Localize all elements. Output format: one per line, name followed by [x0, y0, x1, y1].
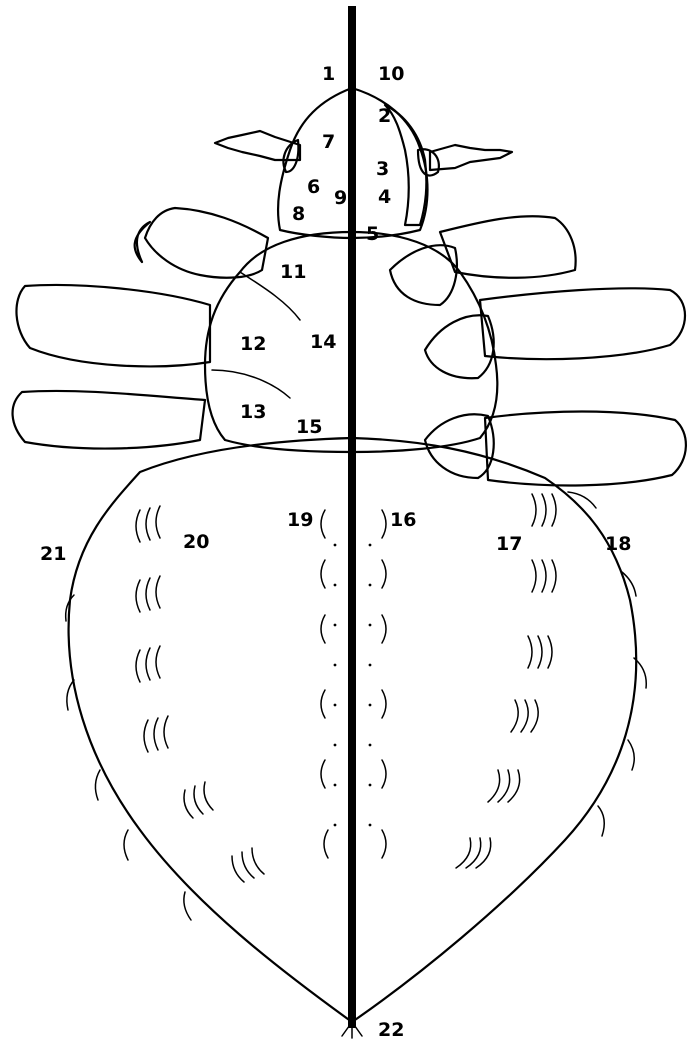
label-2: 2: [378, 105, 391, 127]
labels: 1 2 3 4 5 6 7 8 9 10 11 12 13 14 15 16 1…: [40, 63, 631, 1041]
label-3: 3: [376, 158, 389, 180]
label-22: 22: [378, 1019, 404, 1041]
label-16: 16: [390, 509, 416, 531]
label-7: 7: [322, 131, 335, 153]
right-leg-3: [425, 412, 686, 486]
label-18: 18: [605, 533, 631, 555]
label-5: 5: [366, 223, 379, 245]
label-6: 6: [307, 176, 320, 198]
left-leg-3: [13, 391, 205, 449]
label-20: 20: [183, 531, 209, 553]
right-antenna: [418, 145, 512, 176]
label-8: 8: [292, 203, 305, 225]
label-15: 15: [296, 416, 322, 438]
left-antenna: [215, 131, 300, 172]
label-9: 9: [334, 187, 347, 209]
label-12: 12: [240, 333, 266, 355]
right-leg-2: [425, 288, 685, 378]
midline: [348, 6, 356, 1028]
label-10: 10: [378, 63, 404, 85]
label-17: 17: [496, 533, 522, 555]
label-19: 19: [287, 509, 313, 531]
label-4: 4: [378, 186, 391, 208]
left-leg-2: [16, 285, 210, 366]
label-1: 1: [322, 63, 335, 85]
tail-hairs: [342, 1022, 362, 1038]
left-leg-1: [135, 208, 268, 278]
label-13: 13: [240, 401, 266, 423]
label-11: 11: [280, 261, 306, 283]
label-14: 14: [310, 331, 336, 353]
label-21: 21: [40, 543, 66, 565]
